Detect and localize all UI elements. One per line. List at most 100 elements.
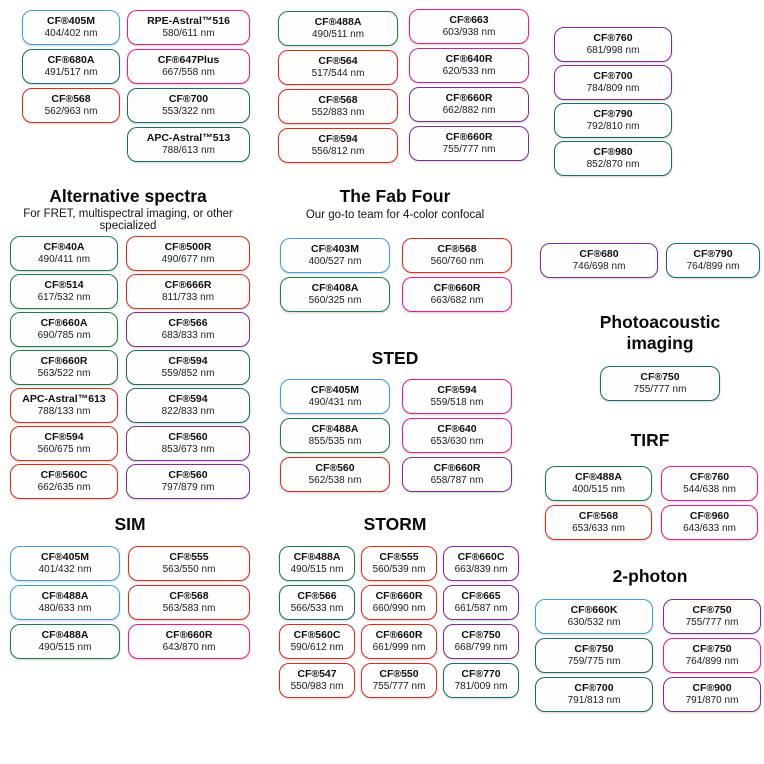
dye-wavelength: 781/009 nm: [454, 681, 508, 692]
dye-wavelength: 662/635 nm: [37, 482, 91, 493]
dye-wavelength: 660/990 nm: [372, 603, 426, 614]
dye-wavelength: 788/133 nm: [37, 406, 91, 417]
dye-name: CF®405M: [311, 384, 359, 396]
dye-name: CF®560: [168, 431, 208, 443]
dye-name: CF®660R: [375, 629, 423, 641]
dye-name: CF®550: [379, 668, 419, 680]
dye-wavelength: 491/517 nm: [44, 67, 98, 78]
dye-name: CF®790: [593, 108, 633, 120]
dye-name: CF®488A: [314, 16, 362, 28]
dye-name: CF®568: [51, 93, 91, 105]
dye-name: CF®770: [461, 668, 501, 680]
dye-name: CF®594: [168, 393, 208, 405]
two-photon-title: 2-photon: [612, 566, 688, 586]
dye-wavelength: 663/839 nm: [454, 564, 508, 575]
dye-wavelength: 764/899 nm: [685, 656, 739, 667]
dye-wavelength: 630/532 nm: [567, 617, 621, 628]
dye-name: CF®900: [692, 682, 732, 694]
dye-name: CF®760: [689, 471, 730, 483]
dye-name: CF®980: [593, 146, 633, 158]
storm-title: STORM: [363, 514, 427, 534]
dye-name: CF®700: [168, 93, 209, 105]
dye-wavelength: 683/833 nm: [161, 330, 215, 341]
dye-name: CF®488A: [41, 590, 89, 602]
dye-name: CF®680: [579, 248, 619, 260]
dye-name: CF®594: [318, 133, 358, 145]
dye-name: CF®594: [168, 355, 208, 367]
dye-wavelength: 667/558 nm: [162, 67, 215, 78]
photoacoustic-title: Photoacoustic imaging: [599, 312, 721, 353]
dye-wavelength: 658/787 nm: [430, 475, 484, 486]
dye-wavelength: 544/638 nm: [683, 484, 736, 495]
dye-wavelength: 643/870 nm: [162, 642, 216, 653]
dye-wavelength: 401/432 nm: [38, 564, 92, 575]
dye-wavelength: 480/633 nm: [38, 603, 92, 614]
dye-name: CF®660A: [40, 317, 88, 329]
dye-wavelength: 490/511 nm: [311, 29, 365, 40]
dye-name: CF®488A: [293, 551, 341, 563]
dye-wavelength: 784/809 nm: [586, 83, 640, 94]
dye-name: CF®500R: [164, 241, 212, 253]
dye-wavelength: 668/799 nm: [454, 642, 508, 653]
dye-name: CF®568: [578, 510, 619, 522]
dye-name: CF®560C: [293, 629, 341, 641]
fab-four-title: The Fab Four: [339, 186, 451, 206]
dye-name: CF®488A: [41, 629, 89, 641]
dye-wavelength: 563/550 nm: [162, 564, 216, 575]
dye-name: CF®566: [297, 590, 337, 602]
dye-wavelength: 755/777 nm: [372, 681, 426, 692]
dye-wavelength: 560/539 nm: [372, 564, 426, 575]
dye-wavelength: 490/515 nm: [38, 642, 92, 653]
dye-wavelength: 681/998 nm: [586, 45, 640, 56]
dye-name: CF®564: [318, 55, 358, 67]
dye-wavelength: 552/883 nm: [311, 107, 365, 118]
dye-name: CF®750: [692, 643, 732, 655]
dye-wavelength: 553/322 nm: [162, 106, 215, 117]
dye-name: CF®660R: [375, 590, 423, 602]
dye-name: CF®405M: [47, 15, 95, 27]
